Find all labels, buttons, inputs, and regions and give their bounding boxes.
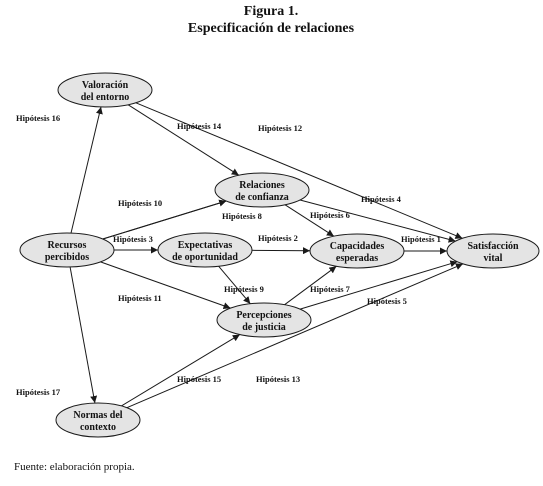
figure-title: Figura 1. (244, 4, 298, 19)
node-label-percepciones-1: Percepciones (236, 310, 291, 321)
arrow-h7 (284, 265, 337, 306)
edge-label-h12: Hipótesis 12 (258, 123, 302, 133)
node-label-satisfaccion-2: vital (484, 253, 503, 264)
node-ellipse-normas (55, 402, 141, 438)
node-ellipse-satisfaccion (446, 233, 540, 269)
arrow-h11 (100, 261, 231, 310)
edge-label-h3: Hipótesis 3 (113, 234, 153, 244)
node-ellipse-percepciones (216, 302, 312, 338)
edge-label-h1: Hipótesis 1 (401, 234, 441, 244)
edge-label-h15: Hipótesis 15 (177, 374, 221, 384)
node-label-expectativas-2: de oportunidad (172, 252, 238, 263)
arrow-h12 (135, 102, 463, 239)
node-label-relaciones-2: de confianza (235, 192, 289, 203)
node-label-capacidades-2: esperadas (336, 253, 378, 264)
edge-label-h16: Hipótesis 16 (16, 113, 60, 123)
node-label-valoracion-1: Valoración (82, 80, 129, 91)
edge-label-h14: Hipótesis 14 (177, 121, 222, 131)
edge-label-h11: Hipótesis 11 (118, 293, 162, 303)
edge-label-h17: Hipótesis 17 (16, 387, 61, 397)
figure-source: Fuente: elaboración propia. (14, 461, 135, 473)
node-ellipse-recursos (19, 232, 115, 268)
node-label-satisfaccion-1: Satisfacción (467, 241, 519, 252)
node-label-normas-1: Normas del (73, 410, 122, 421)
arrow-h9 (218, 265, 251, 305)
edge-label-h10: Hipótesis 10 (118, 198, 162, 208)
node-label-relaciones-1: Relaciones (239, 180, 285, 191)
node-ellipse-expectativas (157, 232, 253, 268)
arrow-h6 (284, 204, 335, 237)
arrow-h5 (299, 260, 458, 310)
node-ellipse-capacidades (309, 233, 405, 269)
edge-label-h6: Hipótesis 6 (310, 210, 350, 220)
edge-label-h13: Hipótesis 13 (256, 374, 300, 384)
edge-label-h7: Hipótesis 7 (310, 284, 351, 294)
node-label-recursos-1: Recursos (48, 240, 87, 251)
node-label-recursos-2: percibidos (45, 252, 89, 263)
node-ellipse-valoracion (57, 72, 153, 108)
arrow-h17 (69, 266, 98, 404)
arrow-h13 (126, 263, 464, 409)
node-ellipse-relaciones (214, 172, 310, 208)
node-label-capacidades-1: Capacidades (330, 241, 385, 252)
arrow-h4 (299, 199, 456, 243)
figure-subtitle: Especificación de relaciones (188, 21, 355, 36)
edge-label-h2: Hipótesis 2 (258, 233, 298, 243)
edge-label-h9: Hipótesis 9 (224, 284, 264, 294)
node-label-normas-2: contexto (80, 422, 116, 433)
node-label-expectativas-1: Expectativas (178, 240, 233, 251)
edges-layer (69, 102, 464, 409)
arrow-h16 (70, 106, 103, 234)
node-label-valoracion-2: del entorno (81, 92, 130, 103)
arrow-h10 (102, 199, 227, 240)
edge-label-h8: Hipótesis 8 (222, 211, 262, 221)
edge-label-h5: Hipótesis 5 (367, 296, 407, 306)
edge-labels-layer: Hipótesis 1 Hipótesis 2 Hipótesis 3 Hipótes… (16, 113, 441, 397)
arrow-h14 (127, 104, 240, 176)
arrow-h15 (121, 334, 241, 407)
edge-label-h4: Hipótesis 4 (361, 194, 402, 204)
node-label-percepciones-2: de justicia (242, 322, 286, 333)
